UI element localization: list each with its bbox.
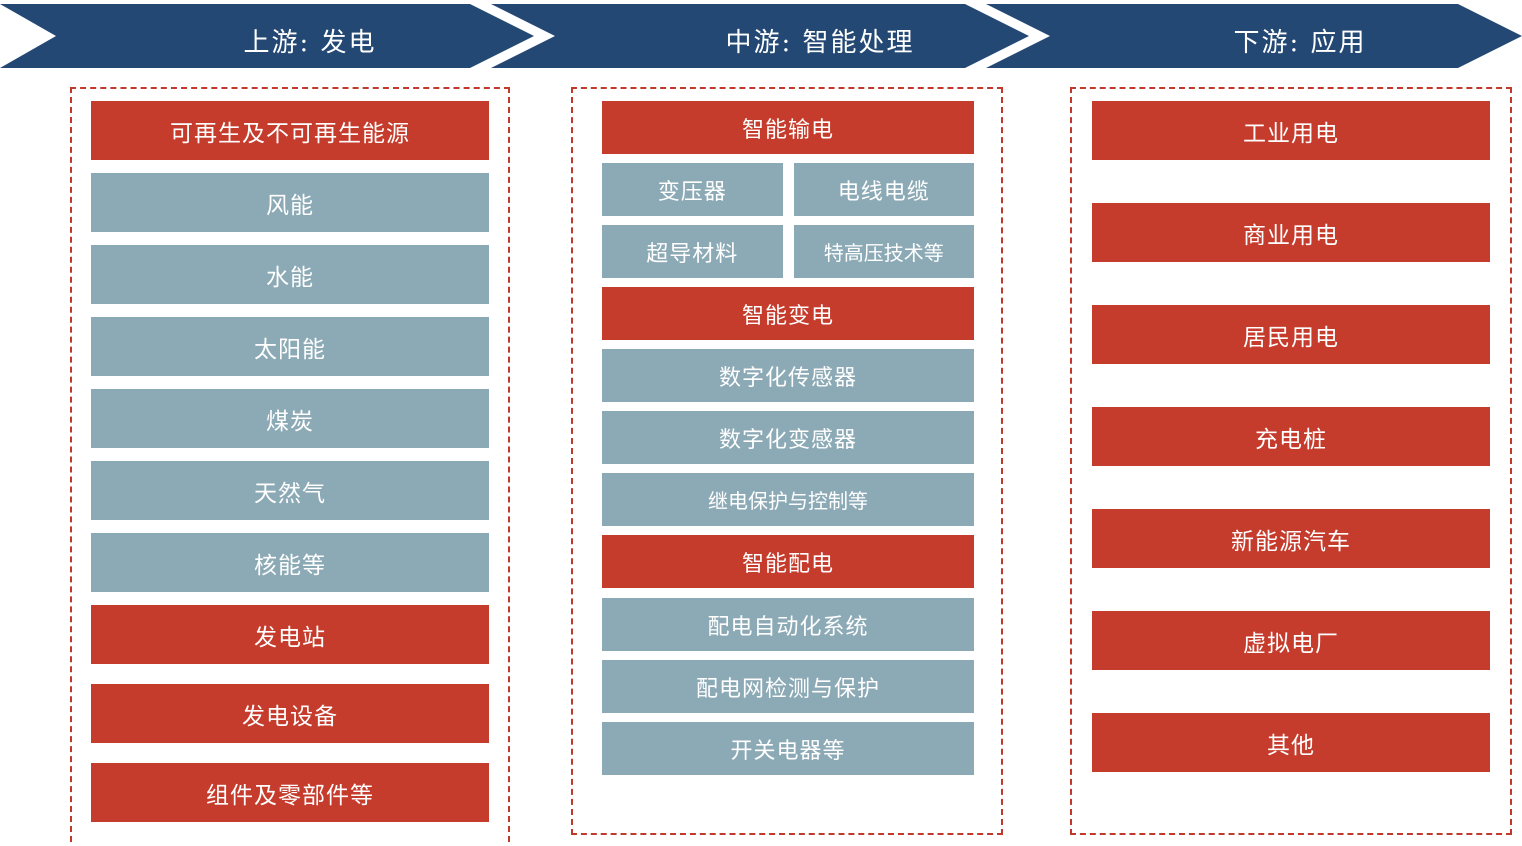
node-other[interactable]: 其他 <box>1092 713 1490 772</box>
column-midstream-list: 智能输电 变压器 电线电缆 超导材料 特高压技术等 智能变电 数字化传感器 数字… <box>602 101 974 775</box>
node-pair-row: 变压器 电线电缆 <box>602 163 974 216</box>
node-nuclear-etc[interactable]: 核能等 <box>91 533 489 592</box>
node-commercial-electricity[interactable]: 商业用电 <box>1092 203 1490 262</box>
banner-chevron-upstream <box>0 4 4 68</box>
column-upstream: 可再生及不可再生能源 风能 水能 太阳能 煤炭 天然气 核能等 发电站 发电设备… <box>70 87 510 846</box>
node-industrial-electricity[interactable]: 工业用电 <box>1092 101 1490 160</box>
column-upstream-list: 可再生及不可再生能源 风能 水能 太阳能 煤炭 天然气 核能等 发电站 发电设备… <box>91 101 489 822</box>
column-midstream: 智能输电 变压器 电线电缆 超导材料 特高压技术等 智能变电 数字化传感器 数字… <box>571 87 1003 835</box>
stage-banner: 上游: 发电 中游: 智能处理 下游: 应用 <box>0 4 1522 68</box>
node-wind-power[interactable]: 风能 <box>91 173 489 232</box>
node-solar-power[interactable]: 太阳能 <box>91 317 489 376</box>
node-smart-transmission[interactable]: 智能输电 <box>602 101 974 154</box>
banner-chevron-segment-3 <box>986 4 1522 68</box>
node-hydro-power[interactable]: 水能 <box>91 245 489 304</box>
node-renewable-nonrenewable-energy[interactable]: 可再生及不可再生能源 <box>91 101 489 160</box>
node-superconducting-material[interactable]: 超导材料 <box>602 225 783 278</box>
node-transformer[interactable]: 变压器 <box>602 163 783 216</box>
node-power-station[interactable]: 发电站 <box>91 605 489 664</box>
node-switchgear-etc[interactable]: 开关电器等 <box>602 722 974 775</box>
column-downstream-list: 工业用电 商业用电 居民用电 充电桩 新能源汽车 虚拟电厂 其他 <box>1092 101 1490 772</box>
node-charging-pile[interactable]: 充电桩 <box>1092 407 1490 466</box>
node-coal[interactable]: 煤炭 <box>91 389 489 448</box>
node-relay-protection-and-control-etc[interactable]: 继电保护与控制等 <box>602 473 974 526</box>
node-components-and-parts[interactable]: 组件及零部件等 <box>91 763 489 822</box>
node-uhv-technology-etc[interactable]: 特高压技术等 <box>793 225 974 278</box>
node-wire-and-cable[interactable]: 电线电缆 <box>793 163 974 216</box>
banner-chevron-segment-1 <box>0 4 534 68</box>
node-pair-row: 超导材料 特高压技术等 <box>602 225 974 278</box>
node-distribution-network-monitoring-protection[interactable]: 配电网检测与保护 <box>602 660 974 713</box>
node-virtual-power-plant[interactable]: 虚拟电厂 <box>1092 611 1490 670</box>
banner-chevron-segment-2 <box>491 4 1029 68</box>
node-digital-sensor[interactable]: 数字化传感器 <box>602 349 974 402</box>
node-new-energy-vehicle[interactable]: 新能源汽车 <box>1092 509 1490 568</box>
node-distribution-automation-system[interactable]: 配电自动化系统 <box>602 598 974 651</box>
node-smart-substation[interactable]: 智能变电 <box>602 287 974 340</box>
node-natural-gas[interactable]: 天然气 <box>91 461 489 520</box>
node-residential-electricity[interactable]: 居民用电 <box>1092 305 1490 364</box>
node-power-generation-equipment[interactable]: 发电设备 <box>91 684 489 743</box>
column-downstream: 工业用电 商业用电 居民用电 充电桩 新能源汽车 虚拟电厂 其他 <box>1070 87 1512 835</box>
node-smart-distribution[interactable]: 智能配电 <box>602 535 974 588</box>
node-digital-transducer[interactable]: 数字化变感器 <box>602 411 974 464</box>
